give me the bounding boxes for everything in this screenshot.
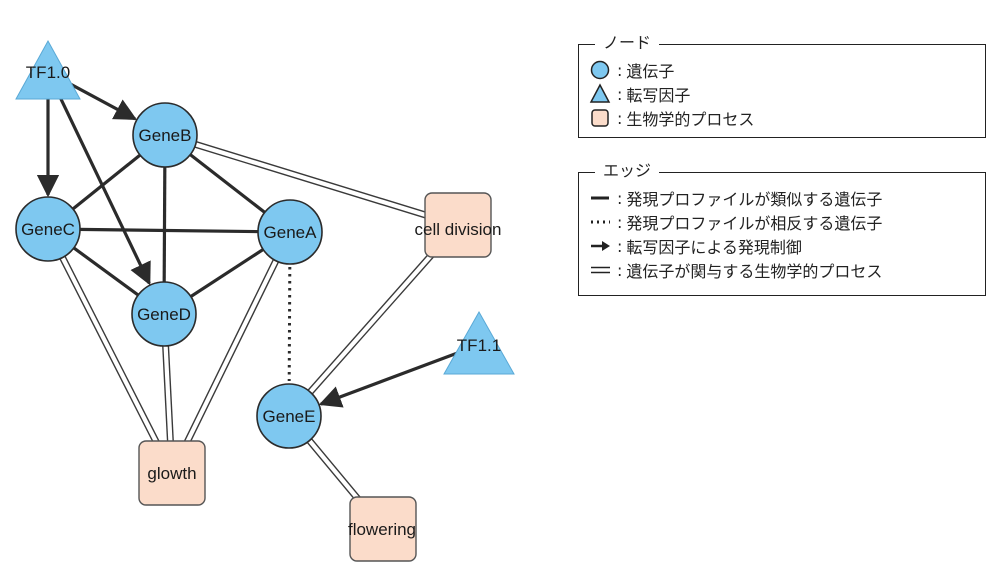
legend-label: 発現プロファイルが類似する遺伝子 (626, 190, 883, 209)
legend-label: 発現プロファイルが相反する遺伝子 (626, 214, 883, 233)
edge-legend: エッジ :発現プロファイルが類似する遺伝子 :発現プロファイルが相反する遺伝子 … (578, 160, 986, 296)
node-label-geneb: GeneB (139, 126, 192, 145)
edge-GeneB-celldivision-process (163, 131, 460, 229)
edge-legend-title: エッジ (595, 160, 660, 182)
edge-TF11-GeneE-regulation (318, 346, 473, 408)
node-legend-title: ノード (595, 32, 660, 54)
edge-GeneC-glowth-process (44, 227, 176, 475)
legend-item-process-edge: :遺伝子が関与する生物学的プロセス (589, 259, 882, 281)
rounded-square-icon (591, 109, 609, 127)
legend-label: 転写因子 (626, 86, 691, 105)
node-cell-division: cell division (415, 192, 502, 258)
legend-label: 転写因子による発現制御 (626, 238, 802, 257)
legend-label: 遺伝子 (626, 62, 675, 81)
node-legend: ノード :遺伝子 :転写因子 :生物学的プロセス (578, 32, 986, 138)
legend-item-opposite: :発現プロファイルが相反する遺伝子 (589, 211, 882, 233)
node-genee: GeneE (256, 383, 322, 449)
node-genec: GeneC (15, 196, 81, 262)
legend-item-regulation: :転写因子による発現制御 (589, 235, 802, 257)
circle-icon (590, 60, 610, 80)
node-label-tf1-0: TF1.0 (26, 63, 70, 82)
dotted-line-icon (591, 220, 610, 224)
edge-GeneA-glowth-process (168, 230, 294, 475)
network-diagram: cell division glowth flowering GeneB GeneC Ge… (15, 39, 515, 562)
node-label-glowth: glowth (147, 464, 196, 483)
node-label-gened: GeneD (137, 305, 191, 324)
edge-GeneC-GeneA-similar (47, 227, 291, 234)
legend-item-process: :生物学的プロセス (589, 107, 754, 129)
edge-TF10-GeneD-regulation (50, 78, 151, 286)
node-tf1-0: TF1.0 (15, 39, 81, 100)
edges-layer (36, 74, 473, 532)
legend-item-similar: :発現プロファイルが類似する遺伝子 (589, 187, 882, 209)
double-line-icon (591, 266, 610, 274)
legend-label: 生物学的プロセス (626, 110, 755, 129)
node-label-genec: GeneC (21, 220, 75, 239)
node-label-genee: GeneE (263, 407, 316, 426)
node-genea: GeneA (257, 199, 323, 265)
solid-line-icon (591, 196, 609, 200)
node-gened: GeneD (131, 281, 197, 347)
legend-item-tf: :転写因子 (589, 83, 690, 105)
node-label-flowering: flowering (348, 520, 416, 539)
edge-GeneA-GeneE-opposite (287, 266, 292, 382)
node-label-cell-division: cell division (415, 220, 502, 239)
node-label-tf1-1: TF1.1 (457, 336, 501, 355)
nodes-layer: cell division glowth flowering GeneB GeneC Ge… (15, 39, 515, 562)
node-geneb: GeneB (132, 102, 198, 168)
legend-label: 遺伝子が関与する生物学的プロセス (626, 262, 883, 281)
node-tf1-1: TF1.1 (443, 310, 515, 375)
node-glowth: glowth (138, 440, 206, 506)
arrow-icon (591, 241, 610, 251)
node-label-genea: GeneA (264, 223, 318, 242)
node-flowering: flowering (348, 496, 417, 562)
legend-item-gene: :遺伝子 (589, 59, 674, 81)
triangle-icon (589, 83, 611, 103)
